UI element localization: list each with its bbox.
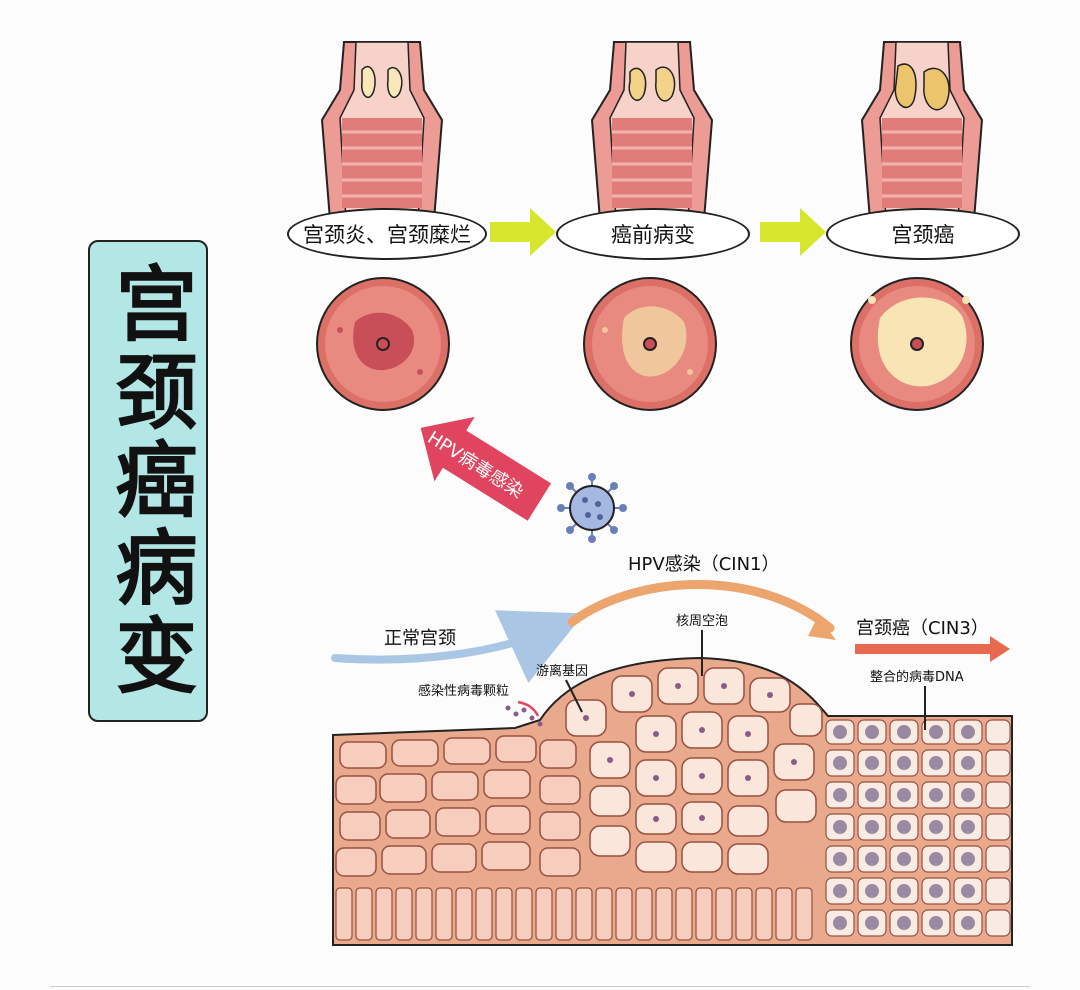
label-cancer-cin3: 宫颈癌（CIN3） (856, 618, 989, 639)
stage-label-2-text: 癌前病变 (611, 223, 695, 247)
label-integrated-dna: 整合的病毒DNA (870, 670, 964, 685)
cervix-section-2 (583, 277, 717, 411)
stage-label-1: 宫颈炎、宫颈糜烂 (287, 208, 487, 260)
stage-label-3-text: 宫颈癌 (891, 223, 955, 247)
stage-arrow-1 (490, 208, 556, 256)
label-free-gene: 游离基因 (536, 664, 589, 679)
stage-label-1-text: 宫颈炎、宫颈糜烂 (303, 223, 471, 247)
stage-label-3: 宫颈癌 (826, 208, 1020, 260)
leader-free-gene (565, 679, 583, 713)
stage-label-2: 癌前病变 (556, 208, 750, 260)
label-infectious-particles: 感染性病毒颗粒 (418, 684, 510, 699)
title-box: 宫颈癌病变 (88, 240, 208, 722)
virus-particles (505, 705, 543, 727)
cervix-section-1 (316, 277, 450, 411)
label-hpv-cin1: HPV感染（CIN1） (628, 554, 780, 575)
cervix-illustration-3 (860, 41, 984, 221)
label-normal-cervix: 正常宫颈 (384, 628, 456, 649)
tissue-cross-section (332, 656, 1013, 946)
flow-arrow-normal (331, 610, 585, 684)
flow-arrow-cin3 (855, 636, 1010, 662)
virus-icon (557, 473, 627, 543)
cervix-section-3 (850, 277, 984, 411)
cervix-illustration-1 (320, 41, 444, 221)
label-vacuole: 核周空泡 (676, 614, 729, 629)
hpv-infection-arrow: HPV病毒感染 (420, 416, 552, 521)
stage-arrow-2 (760, 208, 826, 256)
flow-arrow-cin1 (567, 580, 835, 633)
bottom-divider (50, 986, 1030, 987)
cervix-illustration-2 (590, 41, 714, 221)
page-title: 宫颈癌病变 (101, 261, 196, 701)
